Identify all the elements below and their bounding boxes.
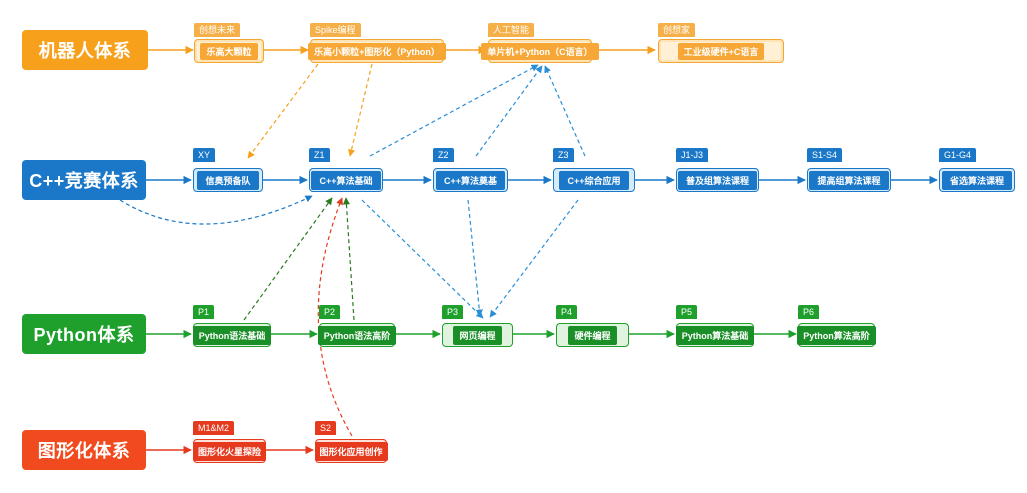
system-python: Python体系 [22,314,146,354]
node-label: Python语法高阶 [317,325,397,345]
node-label: 网页编程 [453,325,502,345]
node-tag: XY [193,148,216,162]
dash-z1-r3 [369,64,539,157]
node-tag: 创想家 [658,23,696,37]
node-tag: G1-G4 [939,148,977,162]
dash-z3-r3 [544,65,586,157]
node-label: 乐高大颗粒 [200,42,258,60]
node-j: J1-J3 普及组算法课程 [676,148,759,192]
node-m: M1&M2 图形化火星探险 [193,421,267,463]
system-graphic: 图形化体系 [22,430,146,470]
dash-r2-z1 [348,63,373,157]
node-p6: P6 Python算法高阶 [797,305,876,347]
node-s: S1-S4 提高组算法课程 [807,148,891,192]
node-tag: Z1 [309,148,330,162]
node-p3: P3 网页编程 [442,305,513,347]
node-tag: Spike编程 [310,23,361,37]
node-tag: S2 [315,421,337,435]
node-xy: XY 信奥预备队 [193,148,263,192]
dash-z3-p3 [489,199,579,318]
dash-z2-p3 [467,199,483,317]
node-label: C++算法基础 [311,170,381,190]
node-tag: Z3 [553,148,574,162]
node-label: C++算法奠基 [435,170,505,190]
node-z1: Z1 C++算法基础 [309,148,383,192]
dash-s2-z1 [317,197,353,437]
system-cpp: C++竞赛体系 [22,160,146,200]
node-tag: M1&M2 [193,421,235,435]
dash-z2-r3 [475,65,543,157]
node-tag: P1 [193,305,215,319]
node-tag: P2 [319,305,341,319]
node-label: Python算法高阶 [797,325,876,345]
dash-cpp-z1 [119,195,313,225]
node-tag: P4 [556,305,578,319]
dash-r2-xy [247,63,319,159]
node-tag: 创想未来 [194,23,241,37]
node-p4: P4 硬件编程 [556,305,629,347]
node-tag: P5 [676,305,698,319]
node-r1: 创想未来 乐高大颗粒 [194,23,264,63]
node-label: 省选算法课程 [941,170,1012,190]
node-label: C++综合应用 [559,170,629,190]
node-label: 硬件编程 [568,325,617,345]
node-z3: Z3 C++综合应用 [553,148,635,192]
dash-z1-p3 [361,199,484,319]
node-label: 图形化火星探险 [193,441,267,461]
node-r2: Spike编程 乐高小颗粒+图形化（Python） [308,23,446,63]
node-tag: P6 [798,305,820,319]
node-label: Python算法基础 [675,325,755,345]
node-tag: Z2 [433,148,454,162]
node-r4: 创想家 工业级硬件+C语言 [658,23,784,63]
node-label: 信奥预备队 [197,170,259,190]
node-tag: P3 [442,305,464,319]
node-label: Python语法基础 [192,325,272,345]
node-tag: J1-J3 [676,148,709,162]
node-label: 工业级硬件+C语言 [677,42,765,60]
node-r3: 人工智能 单片机+Python（C语言） [481,23,599,63]
node-p2: P2 Python语法高阶 [317,305,397,347]
node-p5: P5 Python算法基础 [675,305,755,347]
node-tag: S1-S4 [807,148,843,162]
system-robot: 机器人体系 [22,30,148,70]
node-p1: P1 Python语法基础 [192,305,272,347]
node-label: 图形化应用创作 [314,441,388,461]
node-label: 单片机+Python（C语言） [481,42,599,60]
dash-p3-z2-up [486,204,496,318]
node-s2: S2 图形化应用创作 [314,421,388,463]
node-label: 普及组算法课程 [677,170,757,190]
node-z2: Z2 C++算法奠基 [433,148,508,192]
node-label: 提高组算法课程 [809,170,889,190]
dash-p2-z1 [342,197,355,321]
node-label: 乐高小颗粒+图形化（Python） [308,42,446,60]
node-tag: 人工智能 [488,23,535,37]
node-g: G1-G4 省选算法课程 [939,148,1015,192]
